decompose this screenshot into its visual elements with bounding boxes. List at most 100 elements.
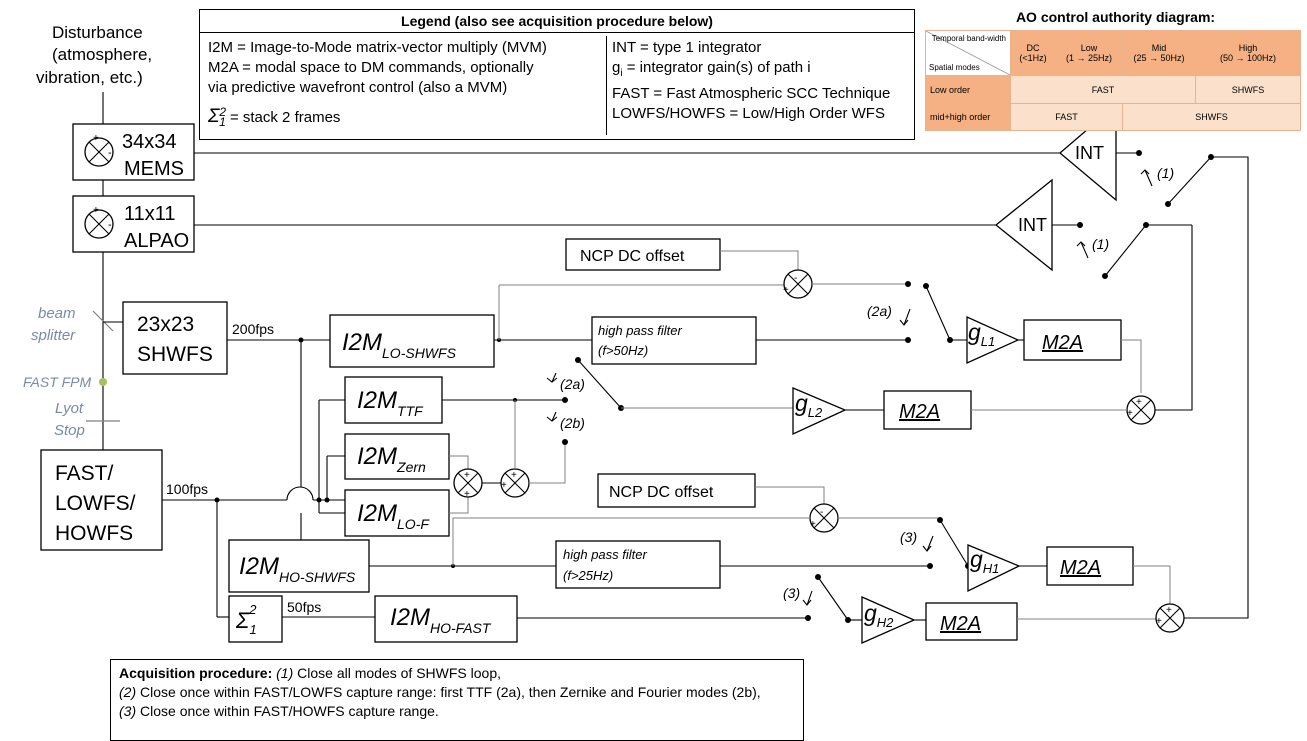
svg-text:+: +: [1166, 605, 1172, 616]
gain-l2-amp: [792, 387, 847, 436]
ao-row-label-low: Low order: [925, 75, 1011, 104]
acq-step-2: (2) Close once within FAST/LOWFS capture…: [119, 684, 761, 700]
legend-i2m-def: I2M = Image-to-Mode matrix-vector multip…: [208, 39, 547, 56]
gain-l1-amp: [966, 315, 1020, 365]
svg-text:+: +: [1136, 397, 1142, 408]
acquisition-procedure-box: Acquisition procedure: (1) Close all mod…: [110, 659, 804, 741]
svg-text:-: -: [794, 273, 797, 284]
svg-text:+: +: [93, 205, 99, 216]
ao-col-dc: DC(<1Hz): [1010, 30, 1056, 76]
legend-m2a-def-cont: via predictive wavefront control (also a…: [208, 79, 508, 96]
shwfs-rate: 200fps: [232, 321, 274, 337]
gain-h1-label: gH1: [970, 546, 999, 576]
switch-3-ho-shwfs: [939, 519, 969, 567]
disturbance-label: Disturbance (atmosphere, vibration, etc.…: [36, 23, 157, 87]
hpf-ho-box: [555, 540, 721, 589]
m2a-h1-label: M2A: [1060, 557, 1101, 579]
ao-table-header-row: Temporal band-width Spatial modes DC(<1H…: [925, 30, 1301, 76]
ncp-lo-label: NCP DC offset: [580, 248, 685, 265]
svg-text:+: +: [464, 489, 470, 500]
acq-step-3: (3) Close once within FAST/HOWFS capture…: [119, 703, 439, 719]
shwfs-label: 23x23 SHWFS: [137, 313, 213, 366]
svg-text:+: +: [783, 285, 789, 296]
fast-fpm-label: FAST FPM: [23, 374, 92, 390]
m2a-h2-label: M2A: [940, 613, 981, 635]
switch-3-a-label: (3): [900, 529, 917, 545]
switch-3-b-label: (3): [783, 585, 800, 601]
mems-size: 34x34: [122, 131, 177, 153]
int-mems-label: INT: [1075, 143, 1104, 163]
ncp-ho-sum-junction: - +: [809, 503, 839, 533]
legend-m2a-def: M2A = modal space to DM commands, option…: [208, 59, 534, 76]
ao-cell-midhigh-shwfs: SHWFS: [1122, 103, 1301, 131]
svg-text:+: +: [501, 480, 507, 491]
alpao-sum-junction: + -: [84, 205, 114, 239]
fast-fpm-dot: [99, 378, 107, 386]
ao-cell-low-shwfs: SHWFS: [1195, 75, 1301, 104]
ao-col-high: High(50 → 100Hz): [1195, 30, 1301, 76]
m2a-l1-label: M2A: [1042, 332, 1083, 354]
i2m-lo-shwfs-label: I2MLO-SHWFS: [342, 329, 457, 361]
ao-table-title: AO control authority diagram:: [1015, 9, 1216, 25]
fast-lowfs-howfs-label: FAST/ LOWFS/ HOWFS: [55, 462, 141, 545]
hpf-lo-box: [591, 316, 757, 365]
hpf-ho-label: high pass filter (f>25Hz): [563, 547, 650, 583]
i2m-ttf-label: I2MTTF: [357, 387, 424, 419]
ao-table-corner: Temporal band-width Spatial modes: [925, 30, 1011, 76]
svg-text:-: -: [820, 507, 823, 518]
svg-text:-: -: [108, 219, 112, 231]
ao-col-low: Low(1 → 25Hz): [1055, 30, 1123, 76]
lo-sum-junction: + +: [1126, 395, 1156, 425]
svg-text:+: +: [810, 519, 816, 530]
alpao-name: ALPAO: [124, 230, 189, 252]
i2m-ho-fast-label: I2MHO-FAST: [390, 604, 492, 636]
switch-2b-label: (2b): [560, 415, 585, 431]
ho-sum-junction: + +: [1155, 603, 1185, 633]
legend-box: Legend (also see acquisition procedure b…: [199, 9, 915, 140]
ao-authority-table: Temporal band-width Spatial modes DC(<1H…: [925, 30, 1301, 131]
lowfs-zern-lof-sum: + +: [453, 468, 483, 500]
ao-row-mid-high-order: mid+high order FAST SHWFS: [925, 103, 1301, 131]
legend-left-column: I2M = Image-to-Mode matrix-vector multip…: [208, 38, 603, 132]
ao-cell-midhigh-fast: FAST: [1010, 103, 1123, 131]
ncp-lo-sum-junction: - +: [783, 269, 813, 299]
alpao-size: 11x11: [124, 203, 176, 225]
fast-rate: 100fps: [166, 481, 208, 497]
mems-sum-junction: + -: [84, 133, 114, 167]
svg-text:+: +: [1127, 408, 1133, 419]
beam-splitter-mirror: [92, 310, 114, 332]
svg-text:+: +: [1156, 616, 1162, 627]
i2m-lof-label: I2MLO-F: [357, 500, 430, 532]
ao-row-label-midhigh: mid+high order: [925, 103, 1011, 131]
switch-1-mems-label: (1): [1157, 165, 1174, 181]
sigma-rate: 50fps: [287, 599, 321, 615]
legend-fast-def: FAST = Fast Atmospheric SCC Technique: [612, 85, 891, 102]
i2m-ttf-box: [344, 376, 443, 424]
m2a-l2-box: [883, 390, 972, 430]
svg-text:-: -: [108, 147, 112, 159]
gain-h2-label: gH2: [864, 600, 894, 630]
i2m-ho-shwfs-label: I2MHO-SHWFS: [239, 553, 356, 585]
i2m-zern-label: I2MZern: [357, 443, 426, 475]
legend-sigma-def: Σ21 = stack 2 frames: [208, 105, 341, 129]
switch-1-alpao-label: (1): [1092, 236, 1109, 252]
lowfs-ttf-sum: + +: [500, 468, 530, 498]
i2m-ho-fast-box: [374, 595, 518, 643]
legend-title: Legend (also see acquisition procedure b…: [200, 10, 914, 33]
shwfs-box: [122, 301, 228, 375]
svg-text:+: +: [511, 470, 517, 481]
int-alpao-label: INT: [1018, 215, 1047, 235]
i2m-zern-box: [344, 433, 450, 480]
ao-col-mid: Mid(25 → 50Hz): [1122, 30, 1196, 76]
legend-wfs-def: LOWFS/HOWFS = Low/High Order WFS: [612, 105, 885, 122]
acq-step-1: Acquisition procedure: (1) Close all mod…: [119, 665, 501, 681]
i2m-ho-shwfs-box: [228, 539, 370, 593]
switch-1-alpao: [1104, 224, 1147, 277]
gain-l1-label: gL1: [968, 319, 995, 349]
m2a-h2-box: [925, 602, 1018, 641]
m2a-l1-box: [1023, 319, 1122, 361]
fast-wire-hop: [286, 486, 314, 501]
switch-2a-2b: [577, 359, 622, 409]
